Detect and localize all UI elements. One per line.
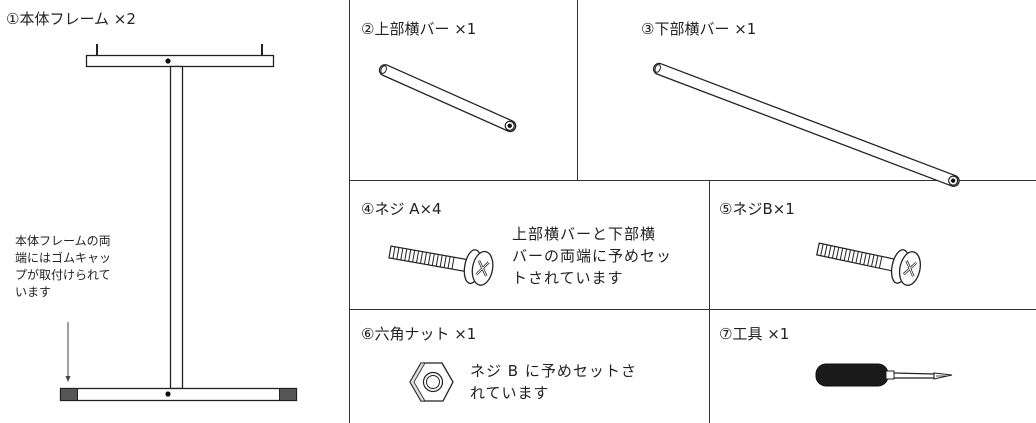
part6-label: ⑥六角ナット ×1 [361, 325, 477, 343]
part3-label: ③下部横バー ×1 [641, 20, 757, 38]
part1-note-line: プが取付けられて [15, 268, 111, 282]
part1-note-line: います [15, 285, 52, 299]
part4-label: ④ネジ A×4 [361, 200, 442, 218]
part5-label: ⑤ネジB×1 [719, 200, 795, 218]
part4-note: 上部横バーと下部横 バーの両端に予めセッ トされています [512, 223, 672, 289]
part1-note-line: 本体フレームの両 [15, 234, 111, 248]
part4-note-line: トされています [512, 269, 624, 287]
part6-note-line: ネジ B に予めセットさ [470, 362, 637, 380]
part1-note: 本体フレームの両 端にはゴムキャッ プが取付けられて います [15, 233, 111, 301]
part4-note-line: バーの両端に予めセッ [512, 247, 673, 265]
part2-label: ②上部横バー ×1 [361, 20, 477, 38]
part1-label: ①本体フレーム ×2 [6, 10, 136, 28]
part6-note-line: れています [470, 384, 550, 402]
t-frame-icon [59, 44, 298, 402]
part4-note-line: 上部横バーと下部横 [512, 225, 657, 243]
part1-note-line: 端にはゴムキャッ [15, 251, 112, 265]
part6-note: ネジ B に予めセットさ れています [470, 360, 637, 404]
part7-label: ⑦工具 ×1 [719, 325, 790, 343]
